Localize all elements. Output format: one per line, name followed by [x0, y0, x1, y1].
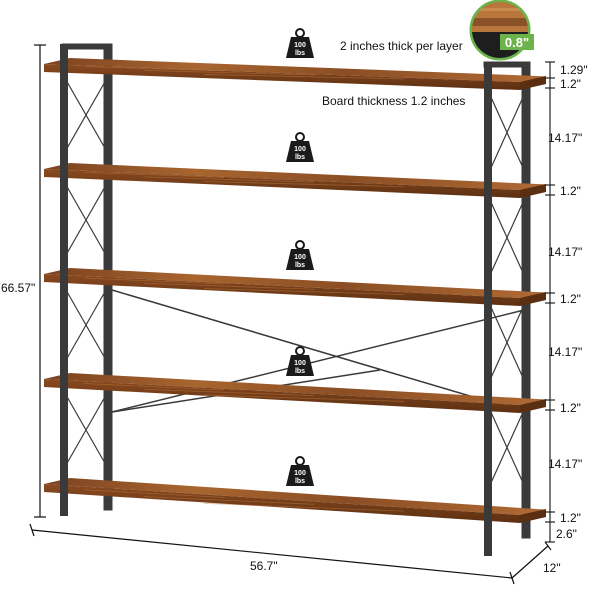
shelf-front-edge: [44, 64, 520, 90]
weight-handle: [295, 28, 305, 38]
wood-grain: [83, 489, 225, 498]
shelf-top-surface: [44, 163, 546, 190]
top-gap-label: 1.29": [560, 63, 588, 77]
right-side-braces: [489, 94, 525, 486]
wood-grain: [83, 66, 225, 72]
board-label-1: 1.2": [560, 77, 581, 91]
width-label: 56.7": [250, 559, 278, 573]
top-left-bar: [61, 43, 113, 50]
front-right-post: [484, 62, 492, 556]
weight-handle: [295, 132, 305, 142]
left-side-braces: [65, 79, 107, 466]
shelf-3: [44, 268, 546, 306]
shelf-top-surface: [44, 268, 546, 298]
right-dimension-chain: [545, 61, 555, 543]
height-dimension: [34, 44, 46, 518]
weight-value: 100: [294, 470, 306, 477]
front-left-post: [60, 44, 68, 516]
weight-handle: [295, 456, 305, 466]
wood-grain: [143, 388, 315, 397]
wood-grain: [143, 496, 315, 505]
weight-unit: lbs: [295, 154, 305, 161]
weight-value: 100: [294, 254, 306, 261]
bottom-clearance-label: 2.6": [556, 527, 577, 541]
shelf-end: [520, 76, 546, 90]
shelf-end: [520, 509, 546, 523]
board-label-3: 1.2": [560, 292, 581, 306]
wood-grain: [203, 288, 405, 295]
shelf-top-surface: [44, 373, 546, 405]
width-dimension: [29, 523, 515, 585]
weight-value: 100: [294, 360, 306, 367]
shelf-gap-label-3: 14.17": [548, 345, 582, 359]
weight-unit: lbs: [295, 368, 305, 375]
board-label-2: 1.2": [560, 184, 581, 198]
wood-grain: [143, 176, 315, 183]
shelf-5: [44, 478, 546, 523]
weight-unit: lbs: [295, 262, 305, 269]
board-label-5: 1.2": [560, 511, 581, 525]
weight-body: [286, 355, 314, 376]
shelf-end: [520, 292, 546, 306]
shelf-end: [520, 184, 546, 198]
wood-grain: [83, 277, 225, 285]
shelf-top-surface: [44, 58, 546, 82]
weight-body: [286, 249, 314, 270]
board-thickness-note: Board thickness 1.2 inches: [322, 94, 465, 108]
thickness-inset: 0.8": [469, 0, 534, 61]
weight-value: 100: [294, 42, 306, 49]
board-label-4: 1.2": [560, 401, 581, 415]
shelf-1: [44, 58, 546, 90]
weight-body: [286, 37, 314, 58]
weight-handle: [295, 240, 305, 250]
weight-handle: [295, 346, 305, 356]
shelf-end: [520, 399, 546, 413]
front-frame: [60, 44, 492, 556]
wood-grain: [203, 74, 405, 80]
shelf-gap-label-4: 14.17": [548, 457, 582, 471]
shelf-front-edge: [44, 274, 520, 306]
weight-value: 100: [294, 146, 306, 153]
height-label: 66.57": [1, 281, 35, 295]
wood-grain: [203, 394, 405, 402]
wood-grain: [203, 502, 405, 512]
shelf-gap-label-2: 14.17": [548, 245, 582, 259]
depth-dimension: [511, 541, 552, 579]
wood-grain: [143, 70, 315, 76]
weight-unit: lbs: [295, 50, 305, 57]
shelf-gap-label-1: 14.17": [548, 131, 582, 145]
weight-body: [286, 465, 314, 486]
inset-thickness-label: 0.8": [505, 35, 529, 50]
depth-label: 12": [543, 561, 561, 575]
wood-grain: [83, 171, 225, 178]
weight-unit: lbs: [295, 478, 305, 485]
shelf-2: [44, 163, 546, 198]
shelf-top-surface: [44, 478, 546, 515]
wood-grain: [83, 383, 225, 391]
weight-body: [286, 141, 314, 162]
wood-grain: [203, 181, 405, 188]
wood-grain: [143, 282, 315, 290]
thickness-per-layer-note: 2 inches thick per layer: [340, 39, 463, 53]
shelf-4: [44, 373, 546, 413]
shelves: [44, 58, 546, 523]
